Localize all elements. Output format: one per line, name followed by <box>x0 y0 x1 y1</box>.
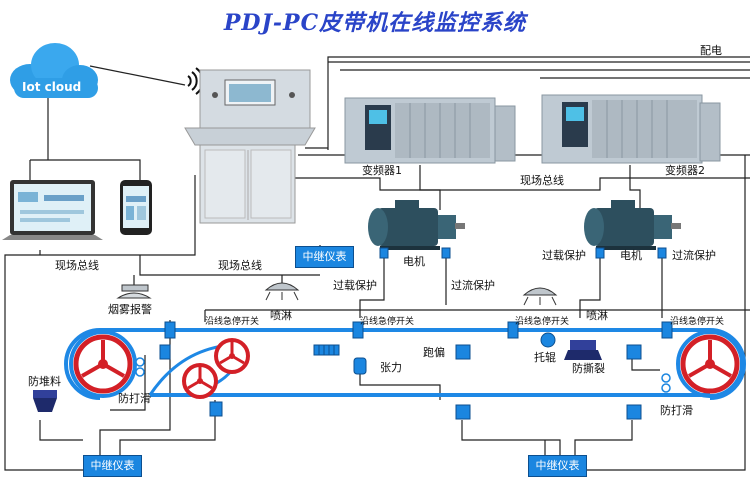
tear-sensor-icon <box>564 340 602 360</box>
pile-label: 防堆料 <box>28 375 61 388</box>
estop-label-4: 沿线急停开关 <box>670 317 725 327</box>
vfd-2-label: 变频器2 <box>665 164 705 177</box>
fieldbus-left-label-1: 现场总线 <box>55 259 99 272</box>
cloud-label: Iot cloud <box>22 80 82 94</box>
slip-right-label: 防打滑 <box>660 404 693 417</box>
idler-label: 托辊 <box>534 351 556 364</box>
power-label: 配电 <box>700 44 722 57</box>
tension-label: 张力 <box>380 361 402 374</box>
fieldbus-right-label: 现场总线 <box>520 174 564 187</box>
laptop-icon <box>2 180 103 240</box>
vfd-1 <box>344 97 516 164</box>
estop-label-3: 沿线急停开关 <box>515 317 570 327</box>
control-cabinet <box>184 69 316 224</box>
deviation-label: 跑偏 <box>423 346 445 359</box>
tail-pulley-right <box>676 330 744 398</box>
iot-cloud-icon <box>10 43 98 98</box>
tear-label: 防撕裂 <box>572 362 605 375</box>
spray-icon-2 <box>522 287 558 306</box>
motor-protection-sensors <box>379 247 667 259</box>
page-title: PDJ-PC皮带机在线监控系统 <box>223 10 527 36</box>
relay-meter-bottom-left: 中继仪表 <box>83 455 142 477</box>
vfd-1-label: 变频器1 <box>362 164 402 177</box>
spray-icon-1 <box>264 282 300 301</box>
pile-sensor-icon <box>33 390 57 412</box>
drive-pulley-1 <box>214 338 250 374</box>
motor-1 <box>368 200 465 250</box>
fieldbus-left-label-2: 现场总线 <box>218 259 262 272</box>
head-pulley-left <box>69 330 137 398</box>
vfd-2 <box>541 94 721 164</box>
motor-2 <box>584 200 681 250</box>
belt <box>64 328 746 400</box>
spray-2-label: 喷淋 <box>586 309 608 322</box>
tension-weights-icon <box>313 344 340 356</box>
phone-icon <box>120 180 152 235</box>
slip-left-label: 防打滑 <box>118 392 151 405</box>
overcurrent-2-label: 过流保护 <box>672 249 716 262</box>
overload-1-label: 过载保护 <box>333 279 377 292</box>
drive-pulley-2 <box>182 363 218 399</box>
slip-sensor-icons <box>135 357 671 393</box>
overcurrent-1-label: 过流保护 <box>451 279 495 292</box>
motor-2-label: 电机 <box>620 249 642 262</box>
estop-label-2: 沿线急停开关 <box>360 317 415 327</box>
relay-meter-top: 中继仪表 <box>295 246 354 268</box>
belt-sensors <box>159 321 673 420</box>
smoke-alarm-label: 烟雾报警 <box>108 303 152 316</box>
estop-label-1: 沿线急停开关 <box>205 317 260 327</box>
smoke-alarm-icon <box>116 284 152 299</box>
spray-1-label: 喷淋 <box>270 309 292 322</box>
relay-meter-bottom-right: 中继仪表 <box>528 455 587 477</box>
overload-2-label: 过载保护 <box>542 249 586 262</box>
motor-1-label: 电机 <box>403 255 425 268</box>
